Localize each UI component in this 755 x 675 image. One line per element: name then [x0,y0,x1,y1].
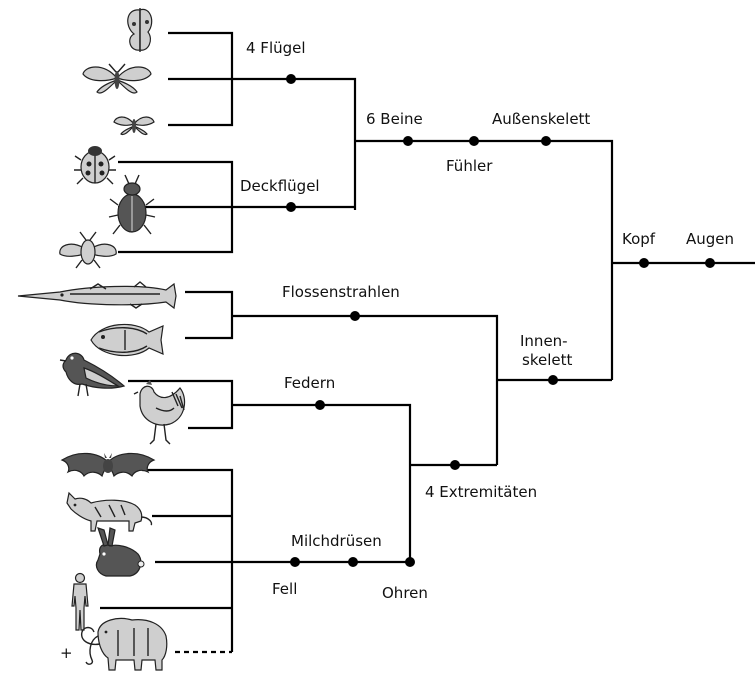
label-mammary-glands: Milchdrüsen [291,532,382,550]
label-endoskeleton-line1: Innen- [520,332,568,350]
label-fin-rays: Flossenstrahlen [282,283,400,301]
node-mammary-glands [348,557,358,567]
cockchafer-icon [60,232,116,268]
node-feathers [315,400,325,410]
label-head: Kopf [622,230,656,248]
human-icon [72,574,88,631]
moth-icon [83,64,151,93]
label-six-legs: 6 Beine [366,110,423,128]
label-exoskeleton: Außenskelett [492,110,590,128]
node-elytra [286,202,296,212]
stag-beetle-icon [109,175,155,234]
pigeon-icon [60,353,124,396]
gar-fish-icon [18,282,176,308]
node-four-wings [286,74,296,84]
label-antennae: Fühler [446,157,493,175]
cladogram-labels: 4 Flügel Deckflügel 6 Beine Fühler Außen… [240,39,734,602]
label-endoskeleton-line2: skelett [522,351,572,369]
node-endoskeleton [548,375,558,385]
label-four-wings: 4 Flügel [246,39,306,57]
node-head [639,258,649,268]
label-feathers: Federn [284,374,335,392]
chicken-icon [134,380,185,444]
label-elytra: Deckflügel [240,177,320,195]
flatfish-icon [91,324,163,355]
small-moth-icon [114,117,154,135]
mammoth-icon [82,619,167,671]
label-four-limbs: 4 Extremitäten [425,483,537,501]
label-eyes: Augen [686,230,734,248]
node-antennae [469,136,479,146]
bat-icon [62,453,154,476]
node-fin-rays [350,311,360,321]
node-ears [405,557,415,567]
node-exoskeleton [541,136,551,146]
rabbit-icon [96,528,144,576]
extinct-marker: + [60,644,73,662]
label-fur: Fell [272,580,297,598]
butterfly-icon [128,8,152,52]
node-fur [290,557,300,567]
node-eyes [705,258,715,268]
node-six-legs [403,136,413,146]
ladybug-icon [74,146,116,184]
cat-icon [67,493,152,531]
cladogram-lines [100,33,755,652]
node-four-limbs [450,460,460,470]
label-ears: Ohren [382,584,428,602]
